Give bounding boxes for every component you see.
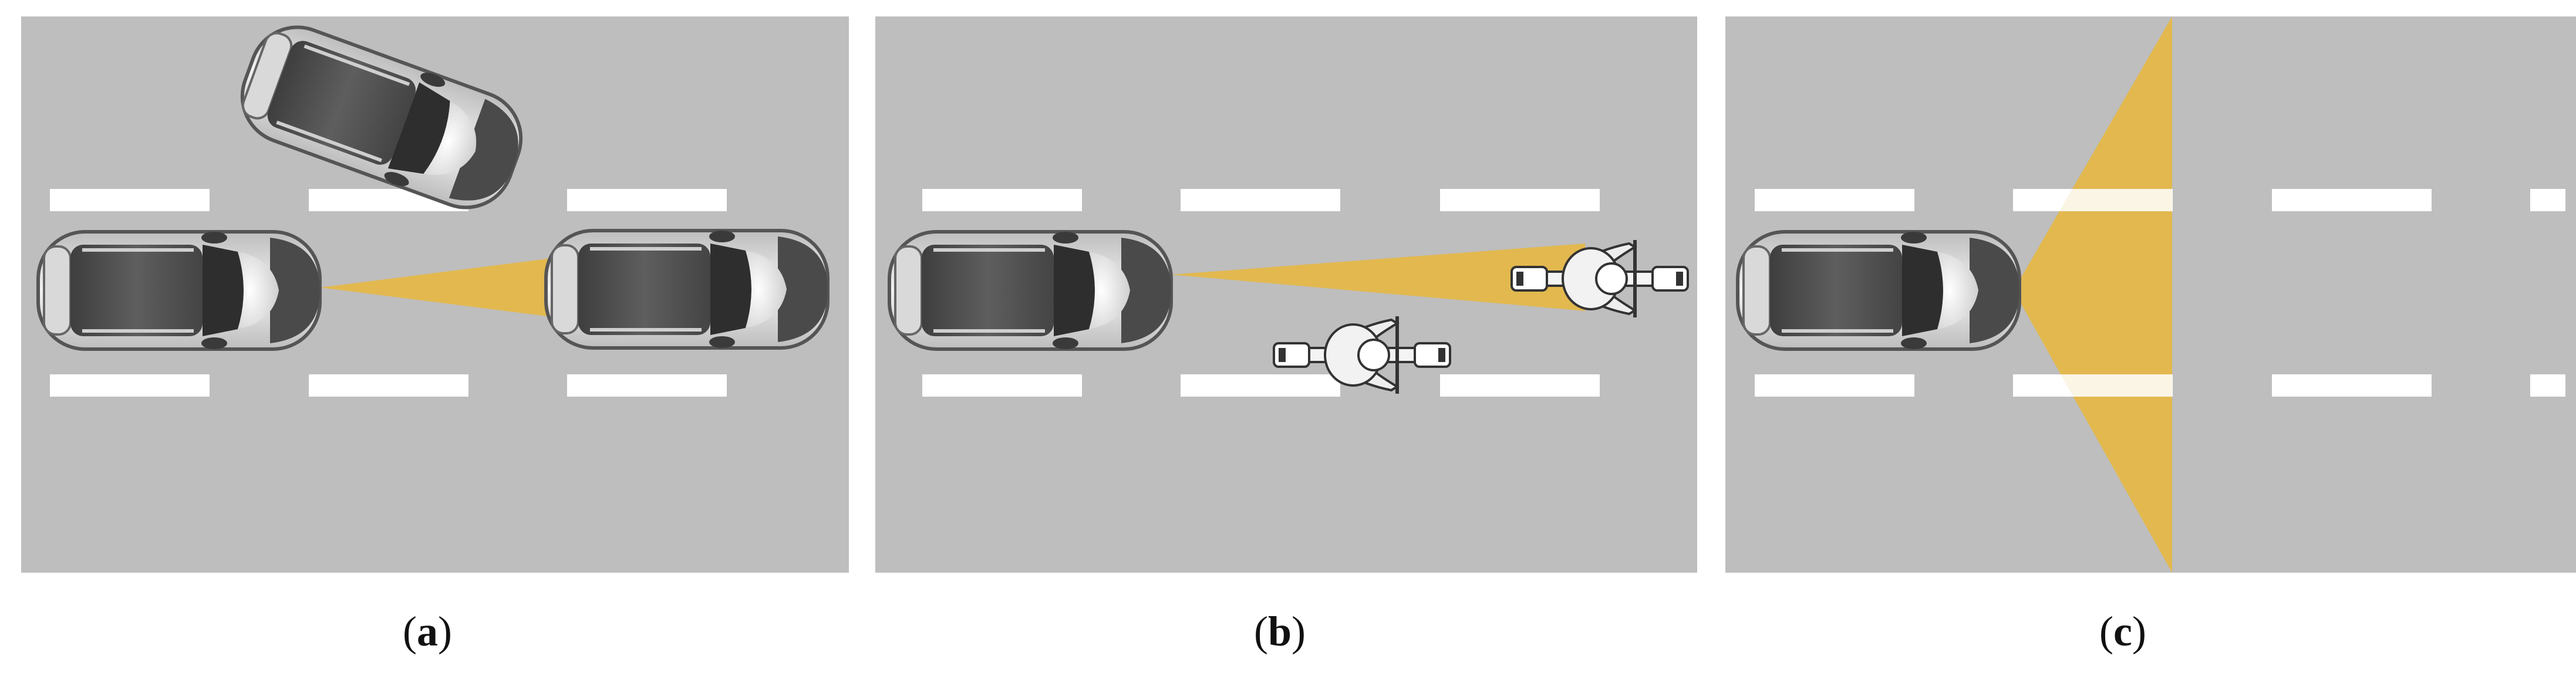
- lane-markings-c-overlay: [2013, 189, 2173, 397]
- sensor-beam-b: [1171, 244, 1585, 311]
- sensor-beam-a: [320, 258, 552, 317]
- sensor-beam-c: [2014, 16, 2172, 573]
- panel-b: [875, 16, 1697, 573]
- caption-a: (a): [403, 608, 452, 655]
- car-icon: [1738, 232, 2019, 349]
- lane-markings-a: [50, 189, 727, 397]
- lane-markings-b: [922, 189, 1600, 397]
- car-icon: [889, 232, 1171, 349]
- caption-c: (c): [2099, 608, 2146, 655]
- car-icon: [546, 231, 828, 348]
- panel-c: [1725, 16, 2576, 573]
- car-icon: [38, 232, 320, 349]
- caption-b: (b): [1253, 608, 1306, 655]
- panel-a: [21, 14, 849, 573]
